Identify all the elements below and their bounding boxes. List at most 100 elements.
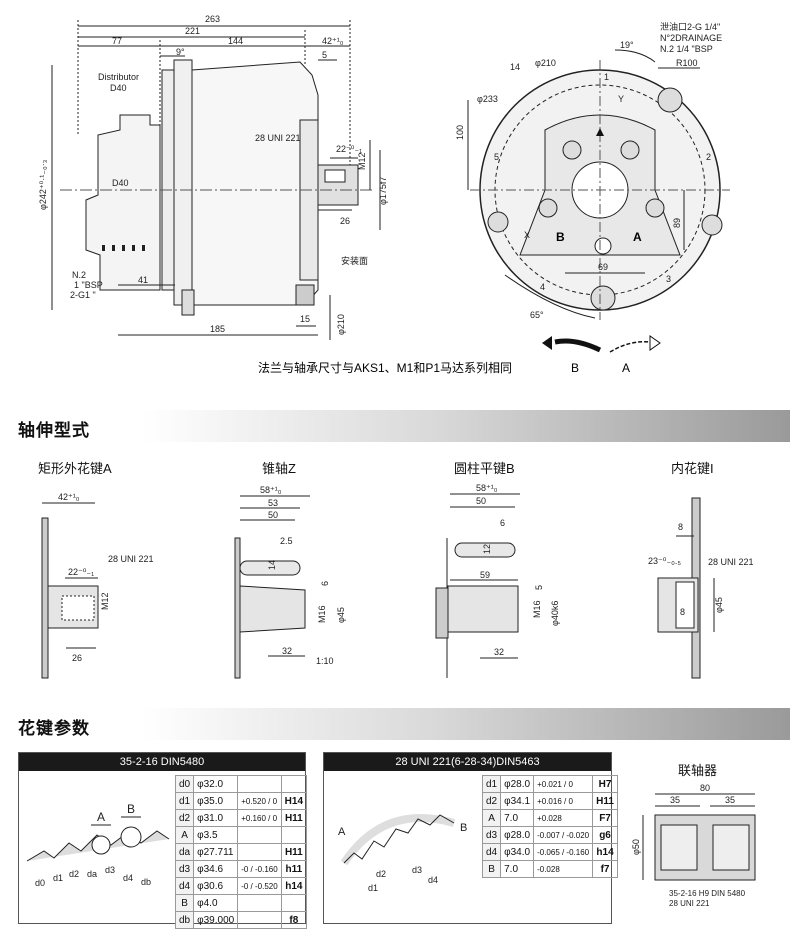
- rotation-b-arrow-icon: [554, 338, 602, 353]
- din5480-tolerance: +0.160 / 0: [237, 809, 282, 827]
- pos-3: 3: [666, 274, 671, 284]
- din5480-value: φ27.711: [193, 843, 239, 861]
- z-dim-32: 32: [282, 646, 292, 656]
- ports-bsp: 1 "BSP: [74, 280, 103, 290]
- dim-phi175: φ175f7: [378, 177, 388, 205]
- din5480-value: φ30.6: [193, 877, 239, 895]
- b-m16: M16: [532, 600, 542, 618]
- distributor-label: Distributor: [98, 72, 139, 82]
- dim-5: 5: [322, 50, 327, 60]
- din-fig-a: A: [97, 810, 105, 824]
- i-phi45: φ45: [714, 597, 724, 613]
- spline-section-banner: 花键参数: [0, 708, 790, 740]
- din5480-grade: [280, 894, 308, 912]
- b-dim-50: 50: [476, 496, 486, 506]
- din5480-grade: H11: [280, 809, 308, 827]
- z-dim-6: 6: [320, 581, 330, 586]
- uni-fig-d3: d3: [412, 865, 422, 875]
- shaft-types-drawing: 42⁺¹₀ 28 UNI 221 22⁻⁰₋₁ M12 26 58⁺¹₀ 53 …: [41, 483, 754, 679]
- b-dim-12: 12: [482, 544, 492, 554]
- din5480-grade: H14: [280, 792, 308, 810]
- din-fig-db: db: [141, 877, 151, 887]
- din5480-figure: A B d0 d1 d2 da d3 d4 db: [26, 802, 170, 888]
- uni221-grade: F7: [592, 809, 618, 827]
- uni221-grade: H7: [592, 775, 618, 793]
- uni-fig-d2: d2: [376, 869, 386, 879]
- uni221-tolerance: +0.021 / 0: [533, 775, 594, 793]
- din5480-value: φ34.6: [193, 860, 239, 878]
- coupler-dim-35a: 35: [670, 795, 680, 805]
- dim-19deg: 19°: [620, 40, 634, 50]
- ports-g1: 2-G1 ": [70, 290, 96, 300]
- din5480-panel: 35-2-16 DIN5480 A B d0 d1 d2 da d3 d4 db…: [18, 752, 308, 929]
- mount-face-label: 安装面: [341, 255, 368, 266]
- marker-y: Y: [618, 94, 624, 104]
- uni221-key: d1: [481, 775, 502, 793]
- uni221-key: d3: [481, 826, 502, 844]
- din5480-key: da: [174, 843, 195, 861]
- dim-phi210-front: φ210: [535, 58, 556, 68]
- a-dim-22: 22⁻⁰₋₁: [68, 567, 94, 577]
- dim-phi233: φ233: [477, 94, 498, 104]
- din-fig-d3: d3: [105, 865, 115, 875]
- shaft-type-a-label: 矩形外花键A: [38, 461, 112, 476]
- coupler-title: 联轴器: [678, 763, 718, 778]
- coupler-drawing: 80 35 35 φ50 35-2-16 H9 DIN 5480 28 UNI …: [631, 783, 756, 908]
- uni221-grade: h14: [592, 843, 618, 861]
- uni221-key: d2: [481, 792, 502, 810]
- uni221-grade: f7: [592, 860, 618, 878]
- z-dim-53: 53: [268, 498, 278, 508]
- distributor-d40: D40: [110, 83, 127, 93]
- din5480-grade: f8: [280, 911, 308, 929]
- dim-65deg: 65°: [530, 310, 544, 320]
- uni221-value: φ28.0: [500, 775, 535, 793]
- din-fig-d4: d4: [123, 873, 133, 883]
- b-dim-5: 5: [534, 585, 544, 590]
- body-d40: D40: [112, 178, 129, 188]
- din5480-key: d1: [174, 792, 195, 810]
- uni221-figure: A B d2 d3 d4 d1: [338, 814, 467, 893]
- shaft-section-title: 轴伸型式: [18, 421, 90, 440]
- drain-label-en: N°2DRAINAGE: [660, 33, 722, 43]
- dim-263: 263: [205, 14, 220, 24]
- din5480-value: φ39.000: [193, 911, 239, 929]
- din5480-key: d0: [174, 775, 195, 793]
- dim-89: 89: [672, 218, 682, 228]
- din5480-tolerance: [237, 826, 282, 844]
- z-phi45: φ45: [336, 607, 346, 623]
- din5480-tolerance: -0 / -0.160: [237, 860, 282, 878]
- motor-drawing: 263 221 77 144 9° 42⁺¹₀ 5 Distributor D4…: [38, 14, 730, 375]
- uni221-value: 7.0: [500, 860, 535, 878]
- dim-14: 14: [510, 62, 520, 72]
- uni221-tolerance: -0.007 / -0.020: [533, 826, 594, 844]
- dim-15: 15: [300, 314, 310, 324]
- din5480-grade: [280, 775, 308, 793]
- uni221-grade: H11: [592, 792, 618, 810]
- din-fig-d0: d0: [35, 878, 45, 888]
- i-uni: 28 UNI 221: [708, 557, 754, 567]
- uni221-value: 7.0: [500, 809, 535, 827]
- coupler-note-din: 35-2-16 H9 DIN 5480: [669, 889, 746, 898]
- ports-n2: N.2: [72, 270, 86, 280]
- b-dim-6: 6: [500, 518, 505, 528]
- uni221-grade: g6: [592, 826, 618, 844]
- port-a-label: A: [633, 230, 642, 244]
- shaft-type-b-label: 圆柱平键B: [454, 461, 515, 476]
- uni-fig-d4: d4: [428, 875, 438, 885]
- coupler-dim-35b: 35: [725, 795, 735, 805]
- din5480-key: A: [174, 826, 195, 844]
- dim-77: 77: [112, 36, 122, 46]
- dim-69: 69: [598, 262, 608, 272]
- uni-fig-d1: d1: [368, 883, 378, 893]
- i-dim-23: 23⁻⁰₋₀.₅: [648, 556, 681, 566]
- z-dim-14: 14: [267, 560, 277, 570]
